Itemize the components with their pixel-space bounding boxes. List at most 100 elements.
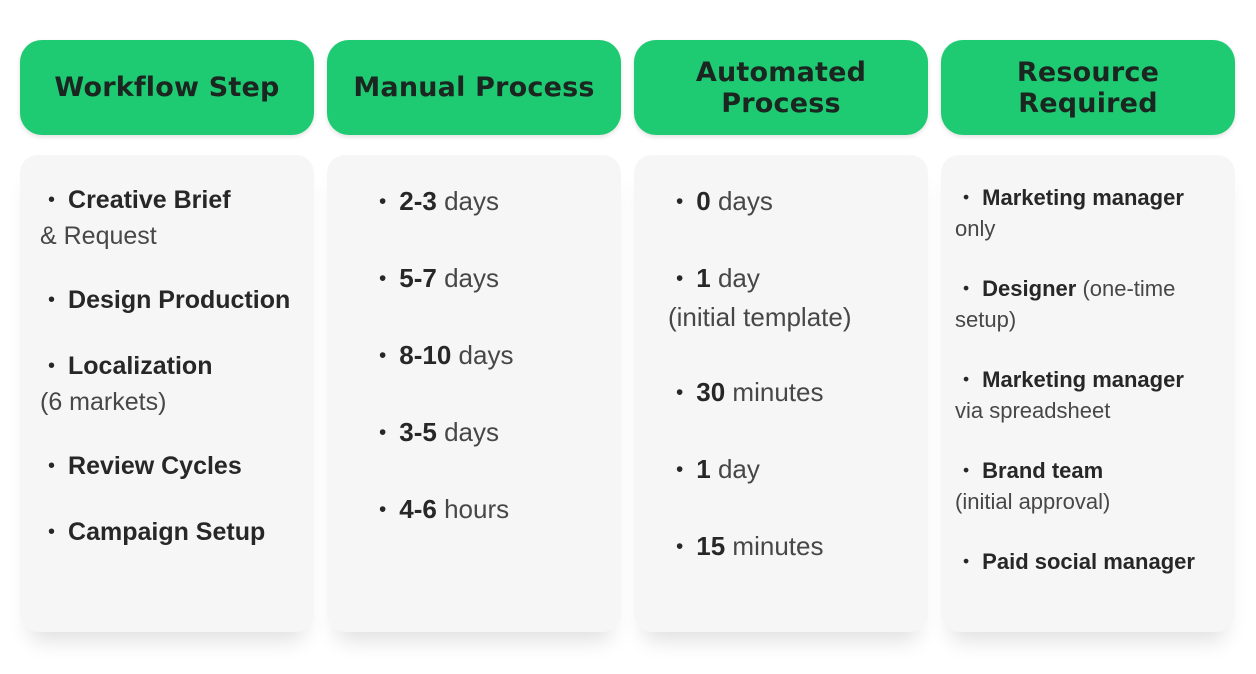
list-item-line: •Brand team xyxy=(955,456,1217,487)
column-manual-process: Manual Process •2-3 days • 5-7 days • 8-10 da… xyxy=(327,40,621,632)
header-label: Automated xyxy=(695,56,867,88)
text-segment: day xyxy=(710,263,760,293)
column-body-workflow-step: •Creative Brief& Request•Design Producti… xyxy=(20,155,314,632)
list-item-line: • 1 day xyxy=(668,451,910,490)
list-item-line: setup) xyxy=(955,305,1217,335)
bullet-icon: • xyxy=(676,535,684,558)
text-segment: 8-10 xyxy=(399,340,452,370)
text-segment: Creative Brief xyxy=(68,186,231,214)
list-item-line: only xyxy=(955,214,1217,244)
text-segment: only xyxy=(955,216,996,241)
bullet-icon: • xyxy=(379,344,387,367)
list-item-line: (initial approval) xyxy=(955,487,1217,517)
bullet-icon: • xyxy=(48,355,56,377)
list-item-line: •Design Production xyxy=(40,283,296,319)
bullet-icon: • xyxy=(676,381,684,404)
text-segment: days xyxy=(436,263,500,293)
text-segment: 1 xyxy=(696,263,711,293)
list-item: •Creative Brief & Request xyxy=(40,183,296,253)
column-header-manual-process: Manual Process xyxy=(327,40,621,135)
column-body-automated-process: •0 days•1 day(initial template)•30 minut… xyxy=(634,155,928,632)
text-segment: Design Production xyxy=(68,286,291,314)
list-item-line: •Designer (one-time xyxy=(955,274,1217,305)
list-item-line: • Marketing manager xyxy=(955,183,1217,214)
text-segment: Localization xyxy=(68,352,213,380)
text-segment: days xyxy=(451,340,514,370)
list-item-line: • 4-6 hours xyxy=(371,491,603,530)
text-segment: 1 xyxy=(696,454,711,484)
bullet-icon: • xyxy=(379,498,387,521)
list-item: •Design Production xyxy=(40,283,296,319)
text-segment: Designer xyxy=(982,276,1077,301)
text-segment: Review Cycles xyxy=(68,452,242,480)
text-segment: & Request xyxy=(40,222,157,250)
text-segment: hours xyxy=(436,494,510,524)
header-label: Resource xyxy=(1016,56,1160,88)
bullet-icon: • xyxy=(379,267,387,290)
list-item-line: (initial template) xyxy=(668,299,910,336)
list-item: • Marketing manager only xyxy=(955,183,1217,244)
text-segment: days xyxy=(436,417,500,447)
list-item-line: •15 minutes xyxy=(668,528,910,567)
text-segment: setup) xyxy=(955,307,1017,332)
header-label: Process xyxy=(721,87,841,119)
list-item: • 5-7 days xyxy=(371,260,603,299)
text-segment: (one-time xyxy=(1076,276,1176,301)
text-segment: (6 markets) xyxy=(40,388,167,416)
column-body-manual-process: •2-3 days • 5-7 days • 8-10 days • 3-5 days • 4-… xyxy=(327,155,621,632)
header-label: Manual Process xyxy=(353,72,595,103)
list-item: •0 days xyxy=(668,183,910,222)
list-item-line: & Request xyxy=(40,219,296,253)
list-item-line: •2-3 days xyxy=(371,183,603,222)
bullet-icon: • xyxy=(963,369,970,389)
list-item: • 4-6 hours xyxy=(371,491,603,530)
list-item: • 3-5 days xyxy=(371,414,603,453)
bullet-icon: • xyxy=(676,267,684,290)
text-segment: 4-6 xyxy=(399,494,437,524)
text-segment: 15 xyxy=(696,531,726,561)
comparison-table: Workflow Step•Creative Brief& Request•De… xyxy=(20,40,1235,632)
list-item: •Brand team(initial approval) xyxy=(955,456,1217,517)
list-item: •2-3 days xyxy=(371,183,603,222)
list-item: • Localization (6 markets) xyxy=(40,349,296,419)
list-item-line: • 8-10 days xyxy=(371,337,603,376)
header-label: Workflow Step xyxy=(54,72,280,103)
bullet-icon: • xyxy=(676,190,684,213)
column-header-workflow-step: Workflow Step xyxy=(20,40,314,135)
text-segment: via spreadsheet xyxy=(955,398,1111,423)
bullet-icon: • xyxy=(676,458,684,481)
text-segment: 5-7 xyxy=(399,263,437,293)
text-segment: (initial template) xyxy=(668,302,852,332)
text-segment: days xyxy=(710,186,773,216)
list-item-line: (6 markets) xyxy=(40,385,296,419)
bullet-icon: • xyxy=(379,421,387,444)
list-item: •15 minutes xyxy=(668,528,910,567)
text-segment: Marketing manager xyxy=(982,185,1184,210)
list-item: • 1 day (initial template) xyxy=(668,260,910,336)
list-item-line: • 1 day xyxy=(668,260,910,299)
list-item-line: • 3-5 days xyxy=(371,414,603,453)
text-segment: 30 xyxy=(696,377,726,407)
list-item-line: •Review Cycles xyxy=(40,449,296,485)
text-segment: Campaign Setup xyxy=(68,518,266,546)
text-segment: days xyxy=(436,186,500,216)
bullet-icon: • xyxy=(48,521,56,543)
list-item-line: via spreadsheet xyxy=(955,396,1217,426)
list-item-line: •30 minutes xyxy=(668,374,910,413)
list-item: •Review Cycles xyxy=(40,449,296,485)
bullet-icon: • xyxy=(963,187,970,207)
header-label: Required xyxy=(1018,87,1158,119)
list-item-line: •Creative Brief xyxy=(40,183,296,219)
list-item-line: • Campaign Setup xyxy=(40,515,296,551)
text-segment: 3-5 xyxy=(399,417,437,447)
text-segment: (initial approval) xyxy=(955,489,1111,514)
list-item: • Campaign Setup xyxy=(40,515,296,551)
column-workflow-step: Workflow Step•Creative Brief& Request•De… xyxy=(20,40,314,632)
text-segment: day xyxy=(710,454,760,484)
